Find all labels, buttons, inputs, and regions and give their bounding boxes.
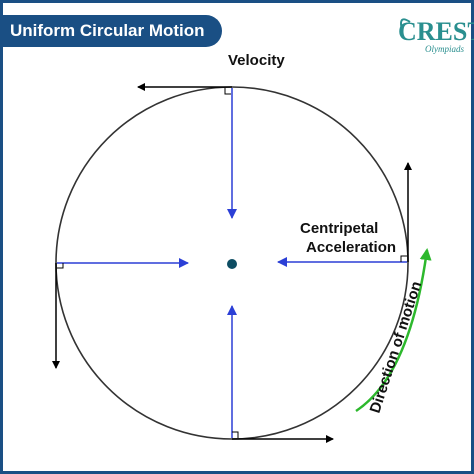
logo-tagline: Olympiads — [425, 44, 464, 54]
direction-of-motion-label: Direction of motion — [367, 279, 426, 415]
logo-swoosh-icon — [400, 18, 411, 31]
right-angle-right — [400, 255, 407, 262]
right-angle-top — [224, 88, 231, 95]
title-banner: Uniform Circular Motion — [0, 15, 222, 47]
velocity-label: Velocity — [228, 52, 285, 69]
centripetal-label-line1: Centripetal — [300, 220, 378, 237]
diagram-title: Uniform Circular Motion — [10, 21, 205, 40]
crest-logo: CREST Olympiads — [398, 17, 474, 54]
right-angle-left — [57, 263, 64, 269]
direction-of-motion-arrow — [355, 248, 432, 413]
center-point — [227, 259, 237, 269]
logo-brand: CREST — [398, 17, 474, 46]
centripetal-label-line2: Acceleration — [306, 239, 396, 256]
right-angle-bottom — [232, 431, 239, 438]
